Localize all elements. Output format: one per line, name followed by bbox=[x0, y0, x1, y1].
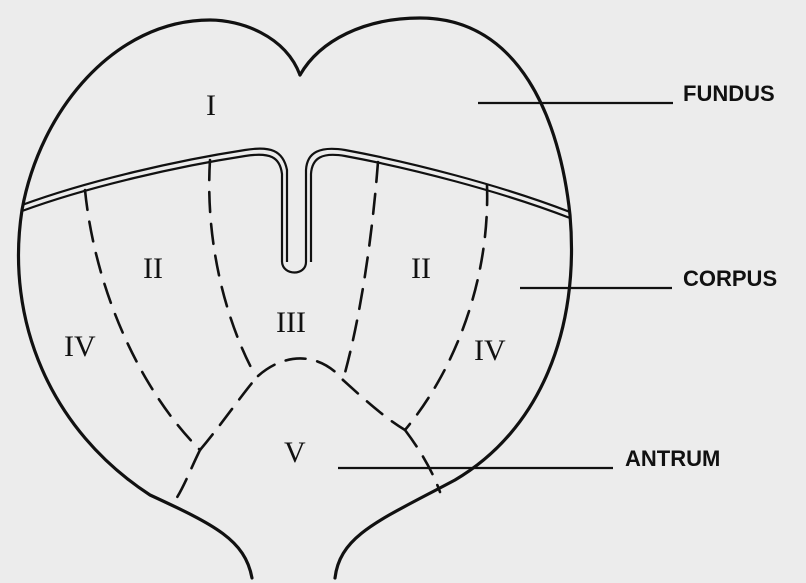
label-antrum: ANTRUM bbox=[625, 446, 720, 471]
boundary-antrum-right bbox=[343, 380, 405, 430]
region-iv-right: IV bbox=[474, 334, 506, 367]
stomach-outline bbox=[18, 20, 300, 578]
wall-left-inner bbox=[22, 155, 282, 262]
boundary-ii-iii-right bbox=[343, 162, 378, 380]
boundary-ii-iii-left bbox=[209, 160, 255, 375]
region-iv-left: IV bbox=[64, 330, 96, 363]
wall-right-outer bbox=[306, 149, 570, 262]
region-ii-left: II bbox=[143, 252, 163, 285]
region-i: I bbox=[206, 89, 216, 122]
boundary-antrum-left-lower bbox=[172, 450, 200, 505]
boundary-antrum-left bbox=[200, 376, 258, 450]
boundary-iv-ii-left bbox=[85, 190, 200, 450]
label-corpus: CORPUS bbox=[683, 266, 777, 291]
boundary-antrum-top bbox=[258, 358, 343, 380]
wall-notch-bottom bbox=[282, 262, 306, 273]
boundary-ii-iv-right bbox=[405, 185, 487, 430]
label-fundus: FUNDUS bbox=[683, 81, 775, 106]
wall-left-outer bbox=[22, 149, 287, 262]
region-v: V bbox=[284, 436, 306, 469]
boundary-antrum-right-lower bbox=[405, 430, 440, 492]
region-ii-right: II bbox=[411, 252, 431, 285]
region-iii: III bbox=[276, 306, 306, 339]
